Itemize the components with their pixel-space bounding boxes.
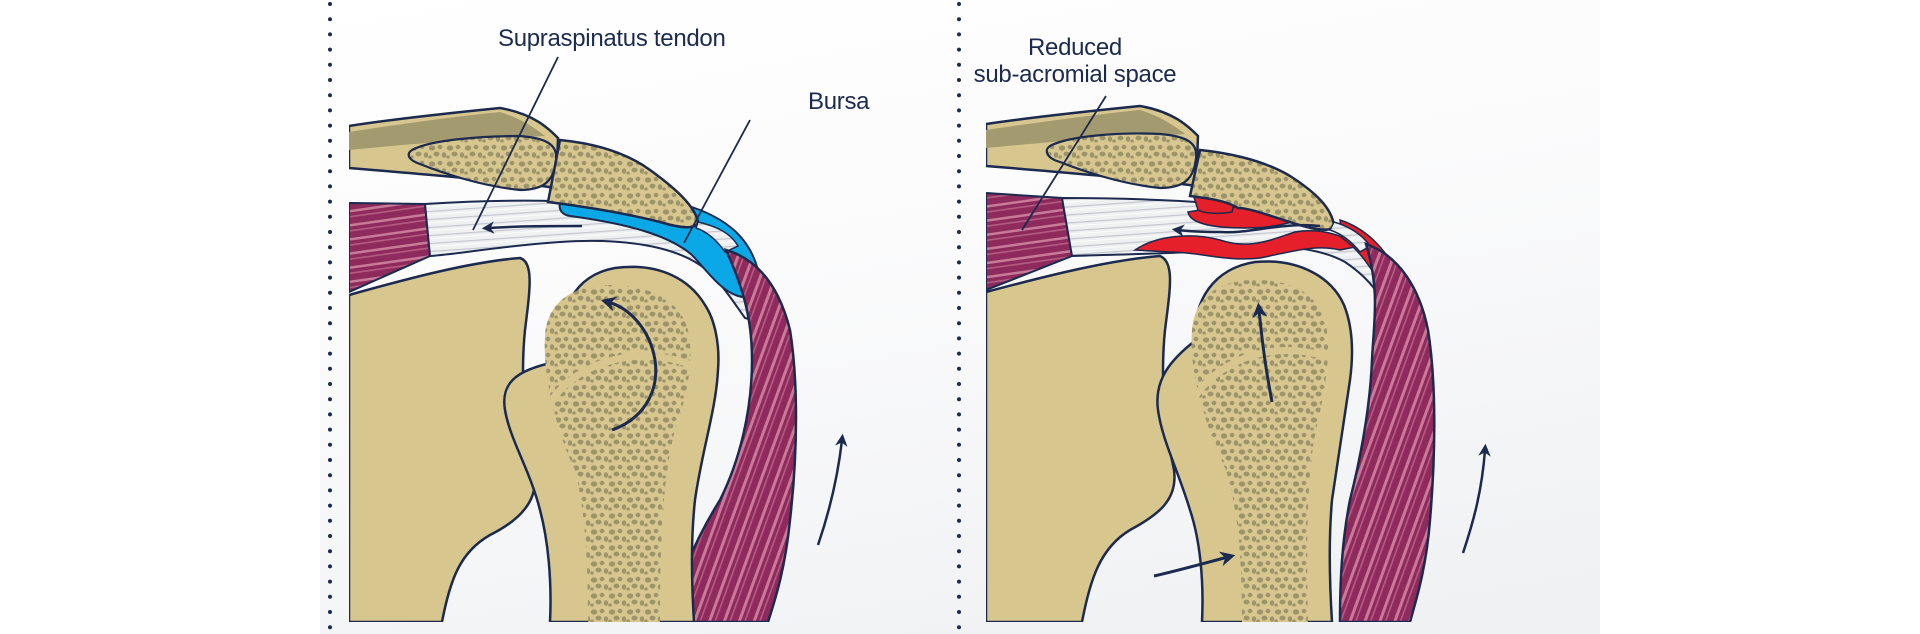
inflammation-lower xyxy=(1132,230,1363,260)
space-leader-line xyxy=(1021,95,1107,231)
deltoid-muscle xyxy=(668,248,798,622)
tendon-direction-arrow xyxy=(1171,223,1321,237)
tendon-direction-arrow xyxy=(481,221,583,234)
push-arrow xyxy=(1153,551,1236,578)
label-reduced-subacromial-space: Reduced sub-acromial space xyxy=(974,34,1177,88)
shoulder-impingement-figure: Supraspinatus tendon Bursa Reduced sub-a… xyxy=(320,0,1600,634)
scapula-bone xyxy=(986,254,1176,622)
clavicle-end xyxy=(1045,132,1198,190)
label-bursa: Bursa xyxy=(808,88,870,115)
muscle-pull-arrow xyxy=(816,433,848,546)
deltoid-muscle xyxy=(1338,241,1436,622)
scapula-bone xyxy=(349,256,537,622)
acromion-bone xyxy=(1188,148,1336,231)
label-line-1: Reduced xyxy=(1028,34,1122,61)
humerus-upward-arrow xyxy=(1252,302,1274,403)
muscle-pull-arrow xyxy=(1461,443,1491,554)
bursa-leader-line xyxy=(683,119,751,244)
panel-normal xyxy=(349,56,848,622)
label-supraspinatus-tendon: Supraspinatus tendon xyxy=(498,25,726,52)
figure-artwork xyxy=(328,2,1491,634)
rotation-arrow xyxy=(600,296,658,432)
label-line-2: sub-acromial space xyxy=(973,61,1177,88)
clavicle-end xyxy=(407,134,558,192)
tendon-leader-line xyxy=(472,56,559,231)
panel-impingement xyxy=(986,95,1491,622)
